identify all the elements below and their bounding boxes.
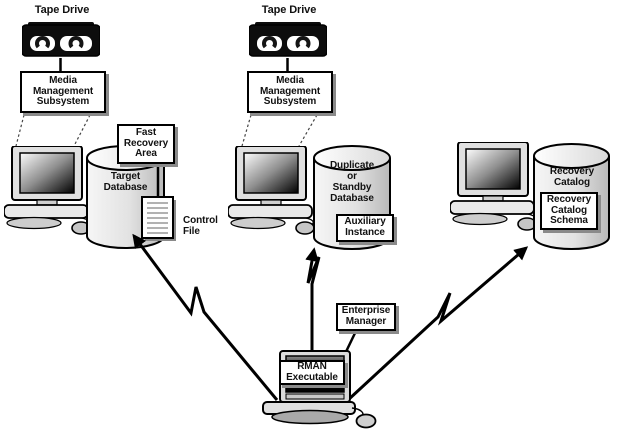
lightning-arrow-icon — [132, 233, 529, 402]
media-management-subsystem-box: Media Management Subsystem — [247, 71, 333, 113]
tape-drive-label: Tape Drive — [261, 4, 317, 17]
workstation-icon — [228, 146, 315, 235]
tape-cassette-icon — [22, 22, 100, 58]
rman-executable-box: RMAN Executable — [279, 360, 345, 385]
tape-drive-label: Tape Drive — [34, 4, 90, 17]
arrow-rman-to-target-database — [132, 233, 279, 401]
control-file-label: Control File — [183, 215, 218, 237]
duplicate-standby-database-label: Duplicate or Standby Database — [329, 160, 375, 204]
media-management-subsystem-box: Media Management Subsystem — [20, 71, 106, 113]
workstation-icon — [450, 142, 537, 231]
auxiliary-instance-box: Auxiliary Instance — [336, 214, 394, 242]
tape-cassette-icon — [249, 22, 327, 58]
document-icon — [141, 196, 176, 241]
workstation-icon — [4, 146, 91, 235]
recovery-catalog-label: Recovery Catalog — [549, 166, 595, 188]
arrow-rman-to-recovery-catalog — [346, 246, 529, 402]
fast-recovery-area-box: Fast Recovery Area — [117, 124, 175, 164]
target-database-label: Target Database — [103, 171, 148, 193]
recovery-catalog-schema-box: Recovery Catalog Schema — [540, 192, 598, 230]
enterprise-manager-box: Enterprise Manager — [336, 303, 396, 331]
arrow-rman-to-duplicate-database — [305, 247, 321, 352]
dashed-connector-lines — [15, 114, 318, 147]
